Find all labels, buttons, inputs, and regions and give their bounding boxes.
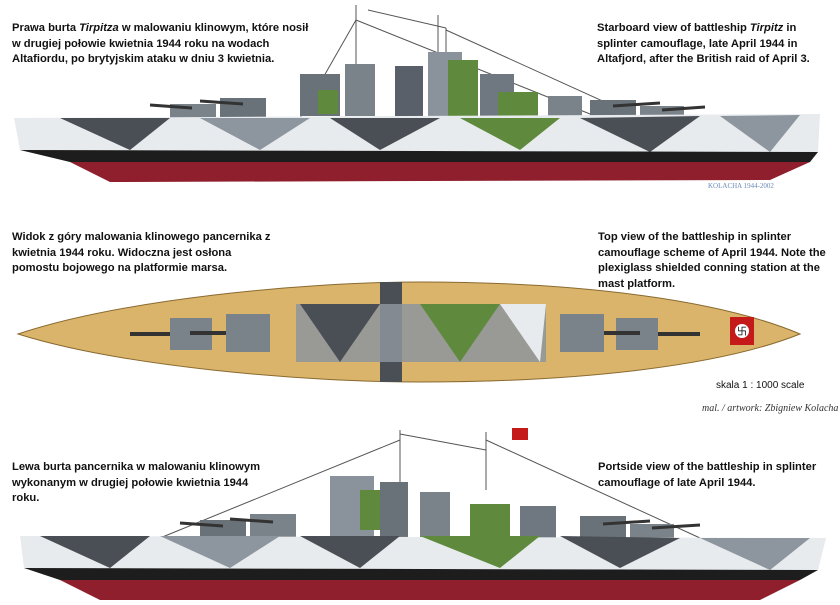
caption-text: Starboard view of battleship — [597, 22, 750, 34]
svg-text:卐: 卐 — [737, 326, 747, 338]
artist-signature: KOLACHA 1944-2002 — [708, 182, 774, 190]
stern-flag: 卐 — [730, 317, 754, 345]
hull — [20, 536, 826, 600]
caption-text: w malowaniu klinowym, które nosił w drug… — [12, 22, 309, 65]
caption-starboard-en: Starboard view of battleship Tirpitz in … — [597, 21, 837, 68]
superstructure — [149, 52, 706, 118]
caption-top-view-en: Top view of the battleship in splinter c… — [598, 231, 826, 290]
caption-text: in splinter camouflage, late April 1944 … — [597, 22, 810, 65]
caption-starboard-pl: Prawa burta Tirpitza w malowaniu klinowy… — [12, 21, 312, 68]
flag — [512, 428, 528, 440]
superstructure — [179, 476, 701, 540]
portside-view — [20, 428, 826, 600]
deck — [16, 281, 802, 383]
caption-portside-pl: Lewa burta pancernika w malowaniu klinow… — [12, 461, 261, 504]
caption-portside-en: Portside view of the battleship in splin… — [598, 461, 817, 489]
ship-name: Tirpitza — [79, 22, 119, 34]
caption-top-view-pl: Widok z góry malowania klinowego pancern… — [12, 231, 271, 274]
caption-text: Prawa burta — [12, 22, 80, 34]
starboard-side-view — [14, 5, 820, 182]
hull — [14, 114, 820, 182]
artist-credit: mal. / artwork: Zbigniew Kolacha — [702, 403, 839, 414]
scale-label: skala 1 : 1000 scale — [716, 380, 805, 391]
ship-name: Tirpitz — [749, 22, 784, 34]
top-view: 卐 — [16, 281, 802, 383]
turrets — [130, 314, 700, 352]
